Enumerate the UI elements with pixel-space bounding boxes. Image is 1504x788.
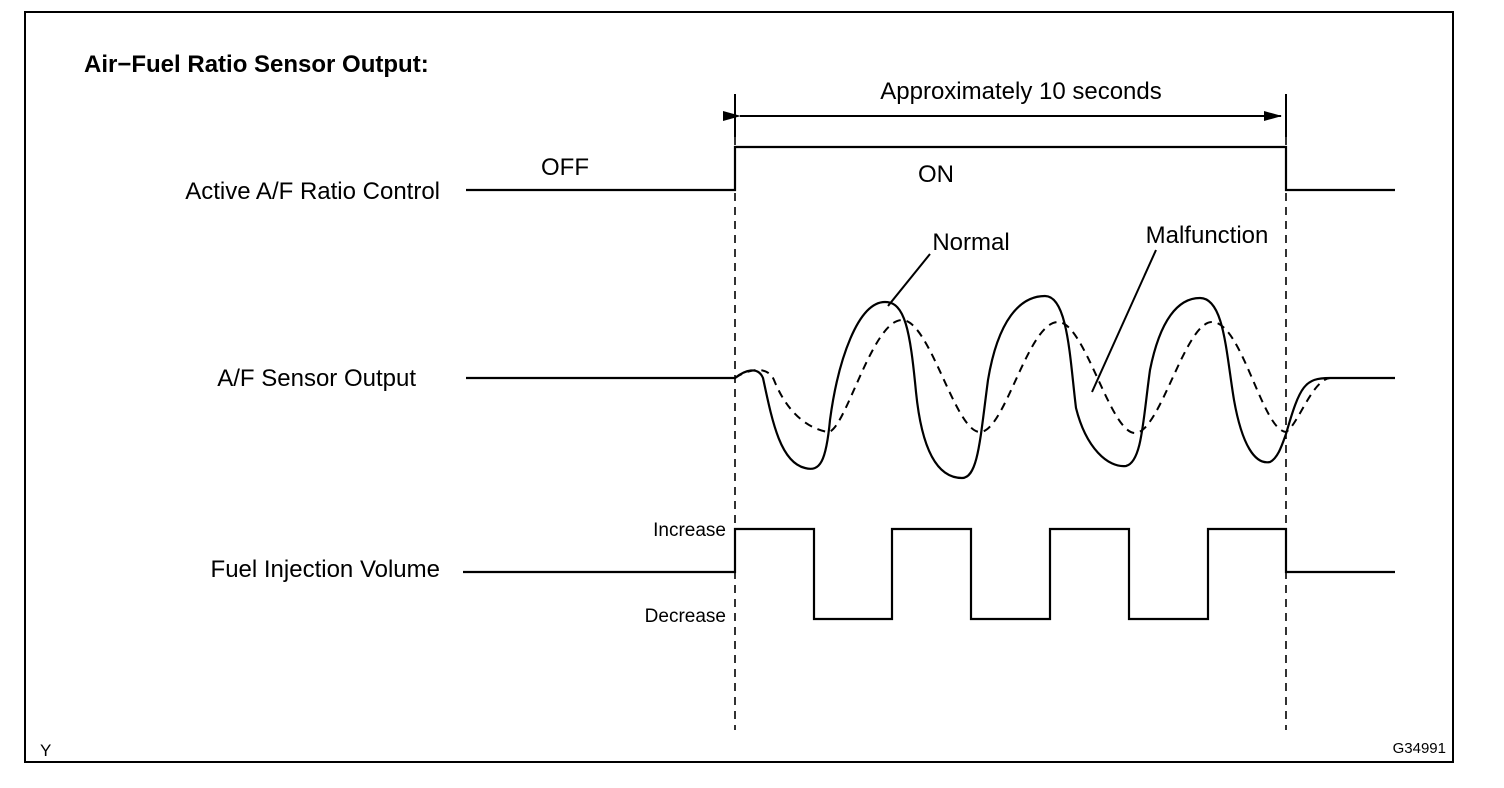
off-label: OFF	[541, 154, 589, 181]
figure-id: G34991	[1393, 740, 1446, 757]
control-signal-trace	[466, 145, 1395, 192]
control-row-label: Active A/F Ratio Control	[185, 178, 440, 205]
normal-waveform	[734, 294, 1288, 480]
decrease-label: Decrease	[645, 606, 726, 627]
malfunction-label: Malfunction	[1146, 222, 1269, 249]
sensor-baseline-right	[1284, 376, 1395, 435]
normal-callout-line	[887, 253, 931, 307]
on-label: ON	[918, 161, 954, 188]
figure-frame	[24, 11, 1454, 763]
normal-label: Normal	[932, 229, 1009, 256]
duration-label: Approximately 10 seconds	[880, 78, 1161, 105]
corner-mark-left: Y	[40, 741, 51, 760]
injection-row-label: Fuel Injection Volume	[211, 556, 440, 583]
malfunction-callout-line	[1091, 249, 1157, 393]
diagram-title: Air−Fuel Ratio Sensor Output:	[84, 51, 429, 78]
malfunction-waveform	[734, 318, 1331, 435]
sensor-row-label: A/F Sensor Output	[217, 365, 416, 392]
increase-label: Increase	[653, 520, 726, 541]
injection-square-wave	[463, 527, 1395, 621]
